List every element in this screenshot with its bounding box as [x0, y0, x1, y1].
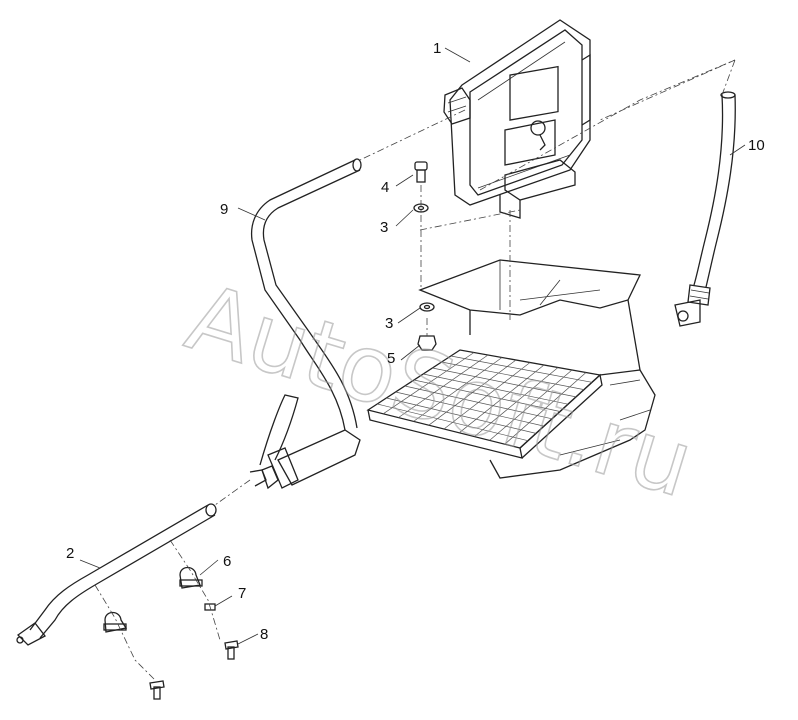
clamp-item-6-left — [103, 611, 128, 633]
callout-4: 4 — [381, 179, 389, 196]
callout-9: 9 — [220, 201, 228, 218]
module-housing — [443, 19, 591, 219]
watermark-text: AutoSoft.ru — [176, 264, 705, 519]
callout-3-upper: 3 — [380, 219, 388, 236]
bolt-item-4 — [414, 161, 428, 183]
callout-labels: 1 2 3 3 4 5 6 7 8 9 10 — [66, 40, 765, 643]
mesh-line — [443, 362, 531, 430]
pipe-item-9 — [249, 158, 362, 490]
bolt-item-8-right — [224, 640, 239, 660]
mesh-line — [489, 369, 573, 441]
callout-3-lower: 3 — [385, 315, 393, 332]
callout-10: 10 — [748, 137, 765, 154]
clamp-item-6-right — [179, 566, 203, 589]
callout-5: 5 — [387, 350, 395, 367]
centre-lines — [94, 59, 736, 681]
callout-6: 6 — [223, 553, 231, 570]
mesh-line — [450, 355, 593, 383]
callout-1: 1 — [433, 40, 441, 57]
mesh-line — [432, 367, 577, 398]
pipe-item-2 — [16, 503, 217, 646]
mounting-bracket — [418, 259, 656, 479]
callout-2: 2 — [66, 545, 74, 562]
mesh-line — [504, 372, 587, 445]
mesh-line — [423, 373, 569, 405]
mesh-line — [474, 367, 559, 437]
hose-item-10 — [674, 91, 736, 327]
bolt-item-8-left — [149, 680, 165, 700]
callout-7: 7 — [238, 585, 246, 602]
leader-lines — [79, 47, 746, 645]
callout-8: 8 — [260, 626, 268, 643]
washer-item-3-lower — [419, 302, 435, 312]
nut-item-7 — [204, 603, 216, 611]
mesh-line — [441, 361, 585, 390]
mesh-line — [458, 364, 545, 434]
nut-item-5 — [417, 335, 437, 351]
mesh-plate — [366, 349, 603, 459]
